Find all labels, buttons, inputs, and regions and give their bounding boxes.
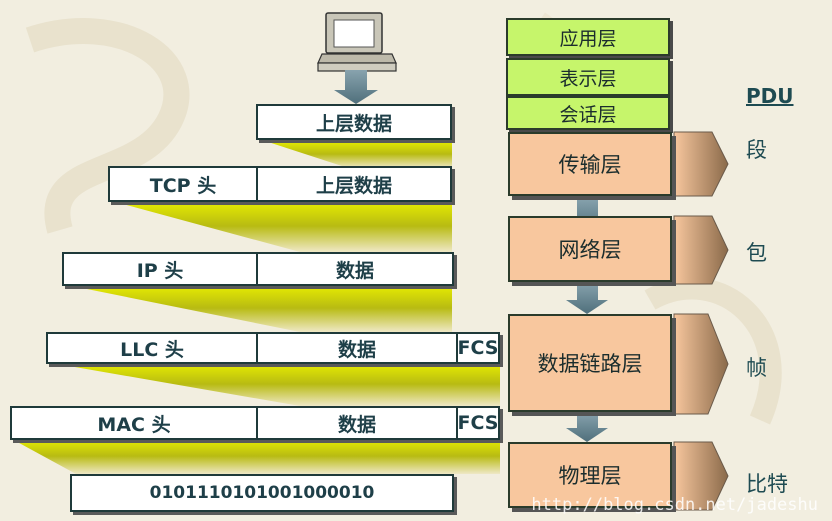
mac-frame-box: MAC 头 数据 FCS: [10, 406, 500, 440]
llc-data-label: 数据: [337, 338, 376, 361]
ip-data-label: 数据: [335, 259, 374, 282]
pdu-arrow-network: [673, 215, 729, 285]
funnel-5: [10, 438, 500, 474]
bitstream-box: 0101110101001000010: [70, 474, 454, 512]
tcp-header-cell: TCP 头: [110, 168, 258, 200]
layer-physical-label: 物理层: [558, 464, 622, 488]
upper-data-box: 上层数据: [256, 104, 452, 140]
layer-session-label: 会话层: [559, 103, 617, 126]
pdu-bit-label: 比特: [746, 472, 788, 496]
ip-header-cell: IP 头: [64, 254, 258, 284]
funnel-2: [108, 200, 452, 252]
upper-data-label: 上层数据: [315, 112, 392, 135]
layer-session: 会话层: [506, 96, 670, 130]
ip-data-cell: 数据: [258, 254, 452, 284]
mac-fcs-label: FCS: [457, 412, 499, 434]
llc-data-cell: 数据: [258, 334, 458, 362]
pdu-packet-label: 包: [746, 241, 767, 265]
mac-fcs-cell: FCS: [457, 408, 499, 438]
mac-header-label: MAC 头: [97, 413, 171, 436]
layer-application: 应用层: [506, 18, 670, 56]
tcp-header-label: TCP 头: [149, 174, 217, 197]
mac-data-label: 数据: [337, 413, 376, 436]
watermark: http://blog.csdn.net/jadeshu: [531, 495, 818, 515]
ip-packet-box: IP 头 数据: [62, 252, 454, 286]
layer-datalink: 数据链路层: [508, 314, 672, 412]
layer-network: 网络层: [508, 216, 672, 282]
pdu-arrow-datalink: [673, 313, 729, 415]
ip-header-label: IP 头: [136, 259, 184, 282]
pdu-arrow-physical: [673, 441, 729, 511]
tcp-data-cell: 上层数据: [258, 168, 450, 200]
llc-header-cell: LLC 头: [48, 334, 258, 362]
layer-datalink-label: 数据链路层: [537, 352, 643, 376]
bitstream-label: 0101110101001000010: [149, 483, 375, 503]
tcp-segment-box: TCP 头 上层数据: [108, 166, 452, 202]
mac-header-cell: MAC 头: [12, 408, 258, 438]
pdu-title: PDU: [746, 84, 794, 108]
down-arrow-network: [566, 282, 608, 314]
down-arrow-computer: [334, 70, 378, 104]
funnel-1: [262, 140, 452, 168]
tcp-data-label: 上层数据: [315, 174, 392, 197]
layer-physical: 物理层: [508, 442, 672, 508]
pdu-segment-label: 段: [746, 138, 767, 162]
pdu-frame-label: 帧: [746, 356, 767, 380]
down-arrow-datalink: [566, 412, 608, 442]
layer-transport: 传输层: [508, 132, 672, 196]
layer-network-label: 网络层: [558, 238, 622, 262]
llc-fcs-label: FCS: [457, 337, 499, 359]
funnel-3: [62, 284, 452, 332]
funnel-4: [46, 362, 500, 406]
pdu-arrow-transport: [673, 131, 729, 197]
llc-header-label: LLC 头: [120, 338, 184, 361]
mac-data-cell: 数据: [258, 408, 458, 438]
computer-icon: [317, 12, 397, 72]
layer-presentation: 表示层: [506, 58, 670, 96]
layer-application-label: 应用层: [559, 27, 617, 50]
layer-presentation-label: 表示层: [559, 67, 617, 90]
llc-fcs-cell: FCS: [457, 334, 499, 362]
llc-frame-box: LLC 头 数据 FCS: [46, 332, 500, 364]
layer-transport-label: 传输层: [558, 153, 622, 177]
